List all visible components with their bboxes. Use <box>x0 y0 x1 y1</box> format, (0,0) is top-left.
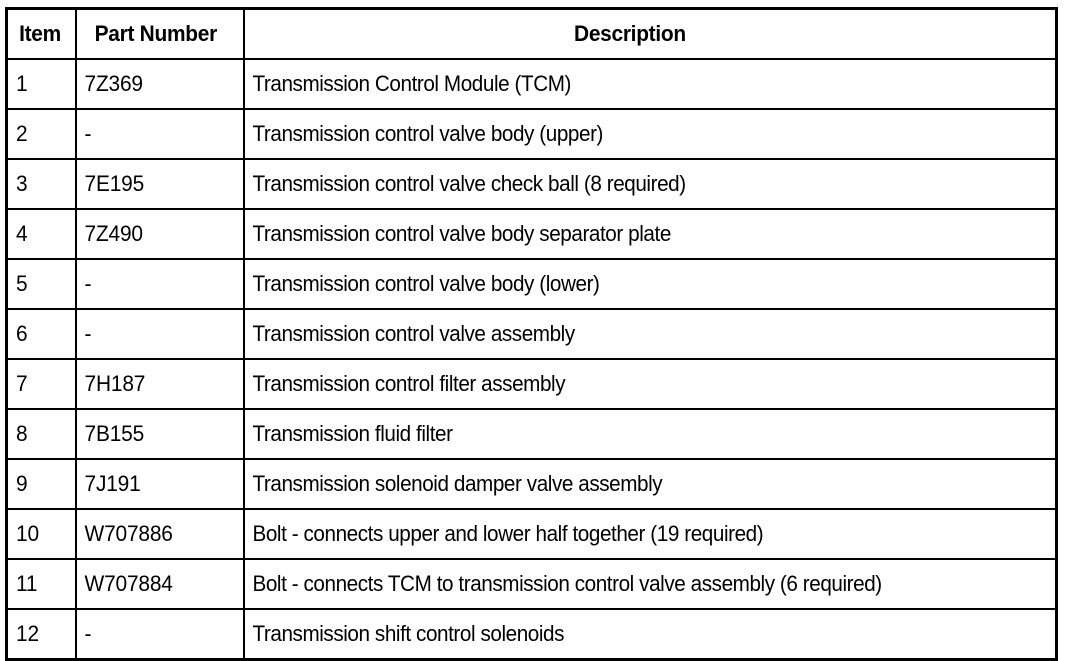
cell-item: 1 <box>5 58 73 110</box>
cell-item: 8 <box>5 408 73 460</box>
cell-part-number: - <box>74 608 237 661</box>
cell-description: Transmission control valve body separato… <box>242 208 1009 260</box>
cell-item: 4 <box>5 208 73 260</box>
cell-item: 10 <box>5 508 73 560</box>
cell-part-number: 7H187 <box>74 358 237 410</box>
cell-part-number: W707884 <box>74 558 237 610</box>
cell-part-number: 7J191 <box>74 458 237 510</box>
cell-description: Transmission control valve check ball (8… <box>242 158 1009 210</box>
cell-item: 12 <box>5 608 73 661</box>
cell-part-number: - <box>74 258 237 310</box>
table-row: 12-Transmission shift control solenoids <box>5 608 1057 661</box>
cell-part-number: W707886 <box>74 508 237 560</box>
cell-item: 3 <box>5 158 73 210</box>
cell-description: Transmission control filter assembly <box>242 358 1009 410</box>
table-header: Item Part Number Description <box>5 7 1057 60</box>
cell-item: 7 <box>5 358 73 410</box>
column-header-item: Item <box>5 7 73 60</box>
cell-description: Transmission control valve body (lower) <box>242 258 1009 310</box>
cell-description: Bolt - connects upper and lower half tog… <box>242 508 1009 560</box>
cell-part-number: 7Z490 <box>74 208 237 260</box>
table-row: 2-Transmission control valve body (upper… <box>5 108 1057 160</box>
cell-item: 11 <box>5 558 73 610</box>
cell-item: 9 <box>5 458 73 510</box>
cell-part-number: 7B155 <box>74 408 237 460</box>
cell-description: Transmission shift control solenoids <box>242 608 1009 661</box>
column-header-description: Description <box>242 7 1017 60</box>
cell-item: 5 <box>5 258 73 310</box>
cell-description: Transmission control valve assembly <box>242 308 1009 360</box>
cell-item: 2 <box>5 108 73 160</box>
column-header-part-number: Part Number <box>74 7 237 60</box>
cell-description: Transmission control valve body (upper) <box>242 108 1009 160</box>
cell-description: Transmission Control Module (TCM) <box>242 58 1009 110</box>
cell-part-number: - <box>74 108 237 160</box>
cell-description: Bolt - connects TCM to transmission cont… <box>242 558 1009 610</box>
cell-part-number: 7Z369 <box>74 58 237 110</box>
table-header-row: Item Part Number Description <box>5 7 1057 60</box>
cell-description: Transmission fluid filter <box>242 408 1009 460</box>
table-row: 6-Transmission control valve assembly <box>5 308 1057 360</box>
cell-part-number: - <box>74 308 237 360</box>
cell-part-number: 7E195 <box>74 158 237 210</box>
cell-description: Transmission solenoid damper valve assem… <box>242 458 1009 510</box>
table-row: 5-Transmission control valve body (lower… <box>5 258 1057 310</box>
cell-item: 6 <box>5 308 73 360</box>
